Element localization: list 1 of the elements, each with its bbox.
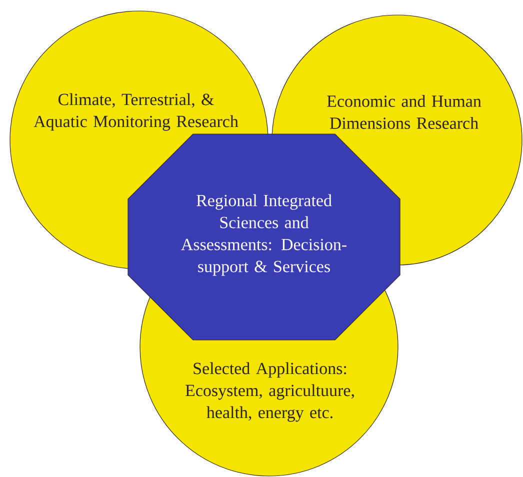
octagon: Regional Integrated Sciences and Assessments: Decision-support & Services (128, 134, 400, 340)
